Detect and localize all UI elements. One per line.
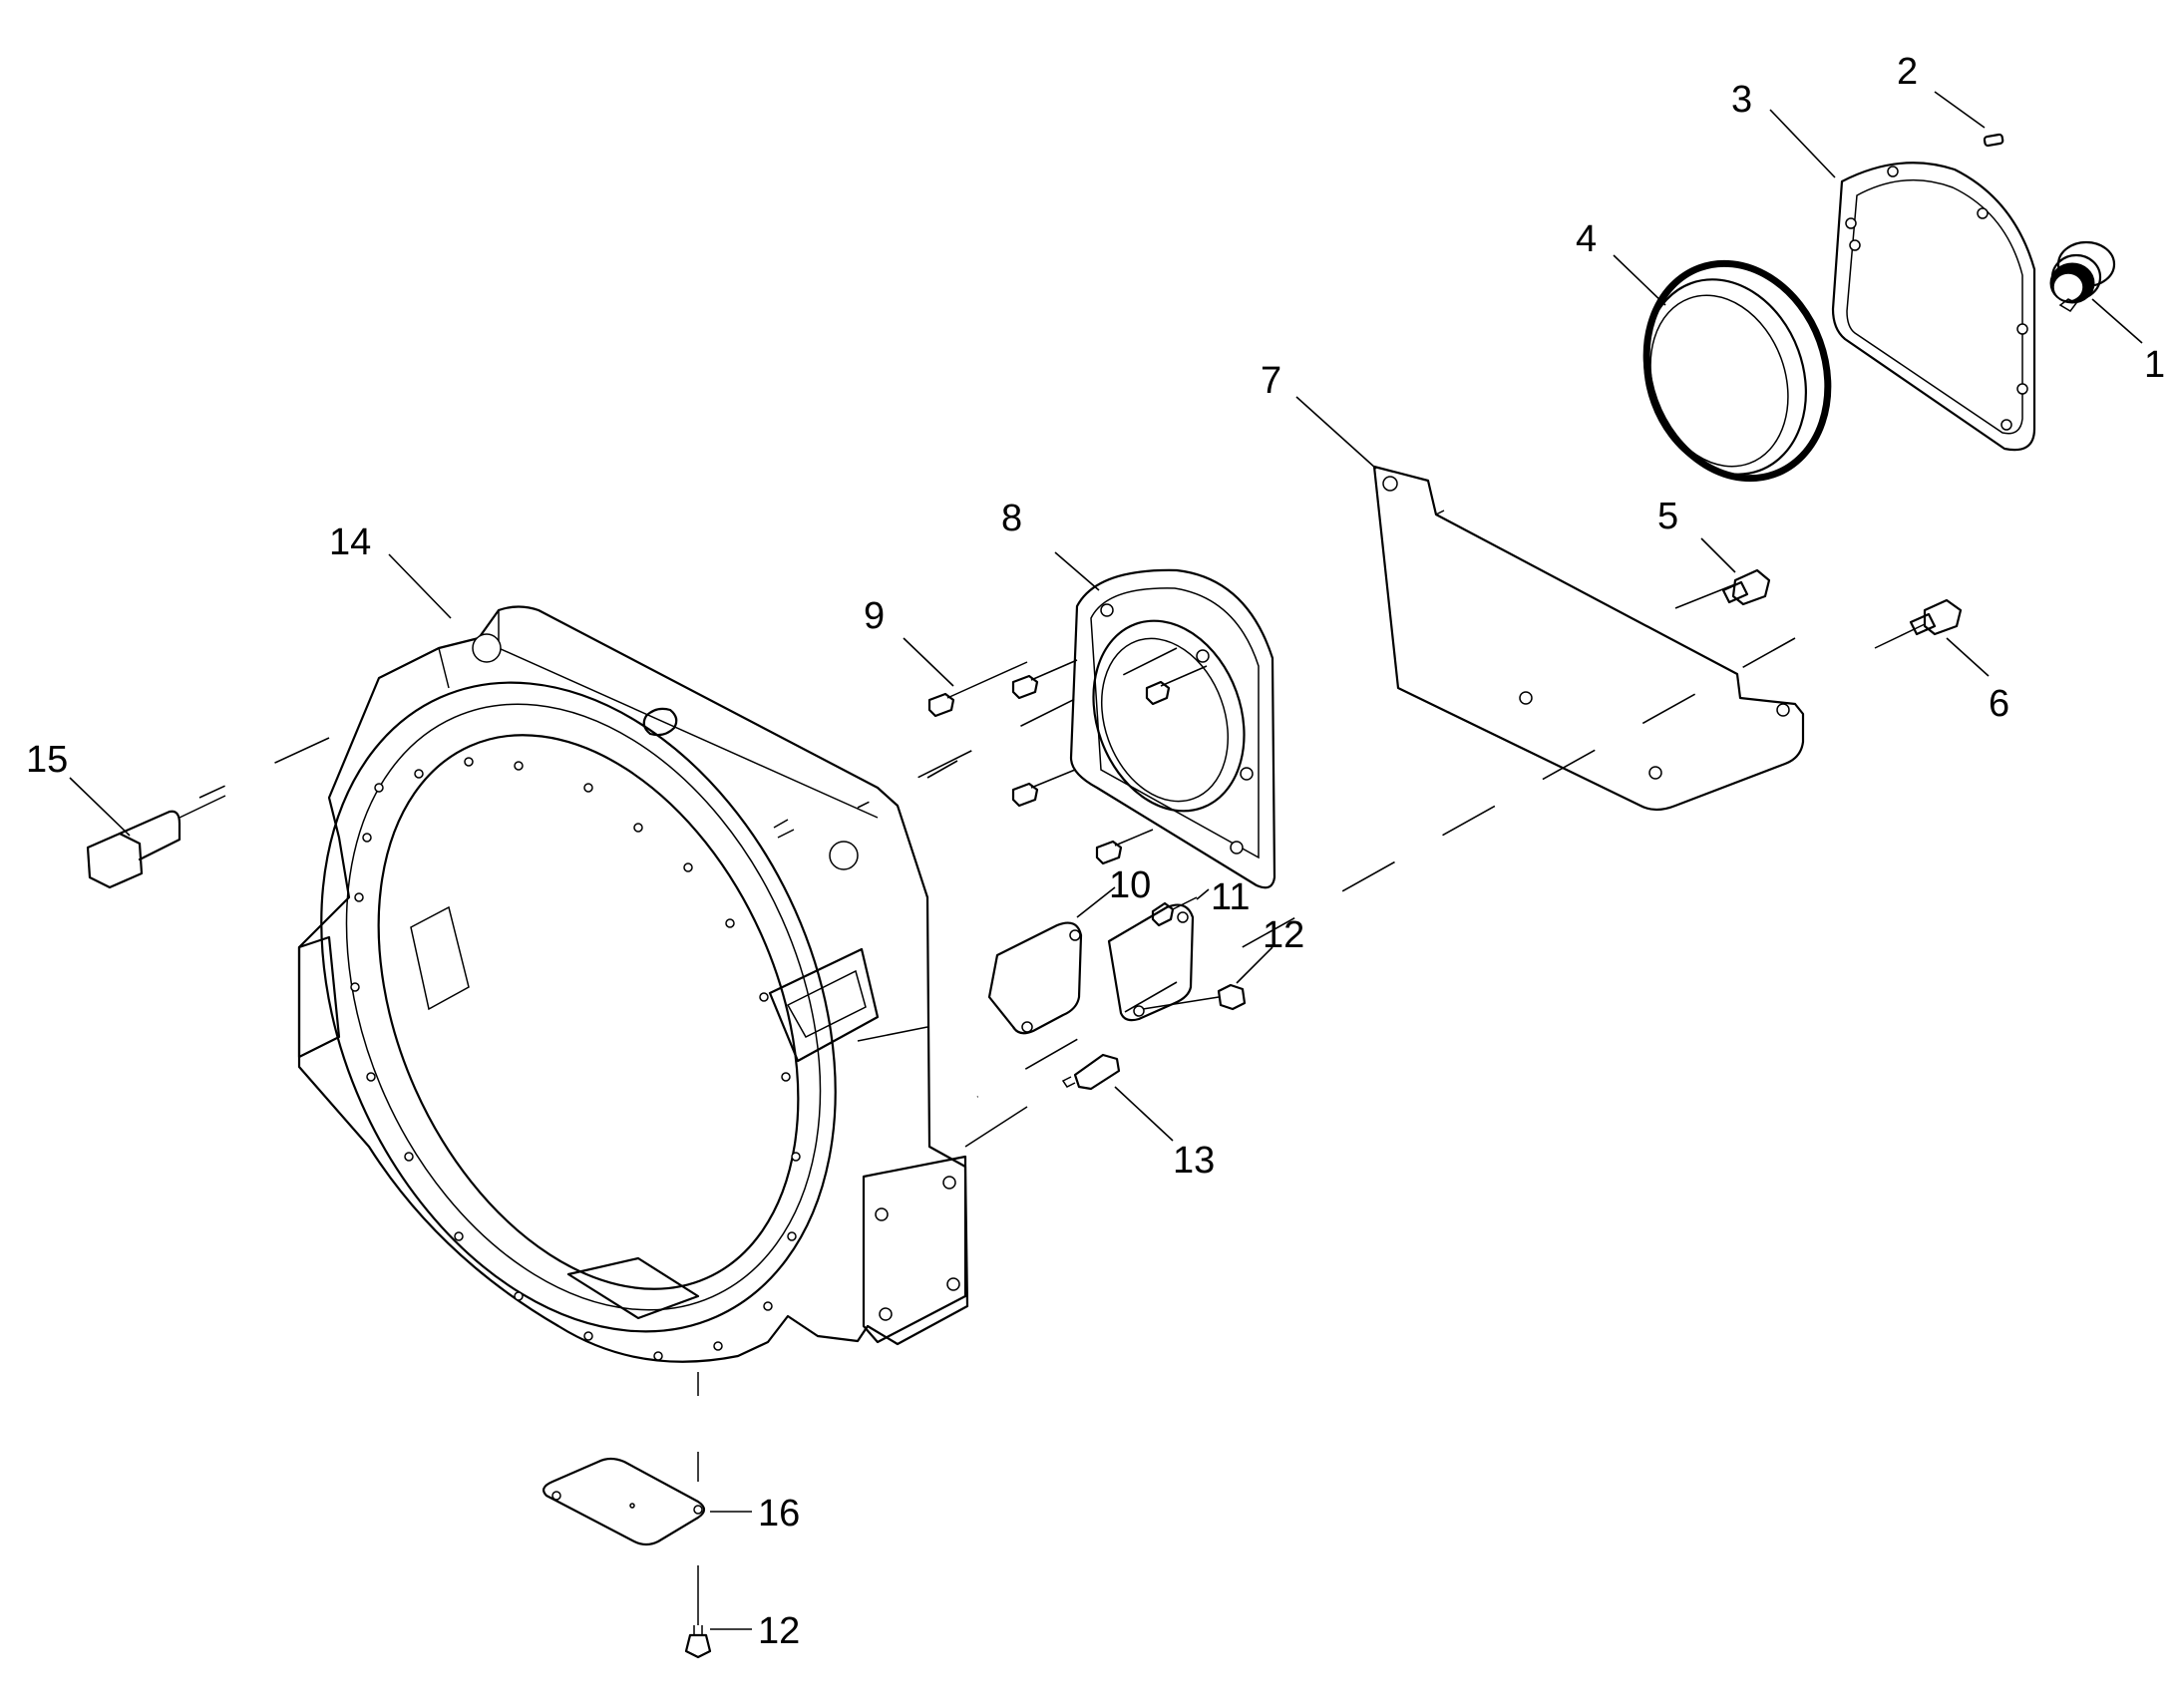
part-6-flange-bolt[interactable]	[1874, 598, 1990, 677]
part-9-bolts[interactable]	[903, 637, 1154, 865]
part-12-bolt-lower[interactable]	[684, 1565, 752, 1659]
part-15-hex-bolt[interactable]	[69, 777, 226, 889]
part-8-seal-carrier[interactable]	[1054, 551, 1276, 889]
callout-13: 13	[1173, 1140, 1215, 1182]
callout-12-lower: 12	[758, 1610, 800, 1652]
part-5-flange-bolt[interactable]	[1674, 537, 1771, 609]
callout-8: 8	[1001, 498, 1022, 539]
part-11-gasket[interactable]	[1107, 888, 1210, 1022]
callout-3: 3	[1731, 79, 1752, 121]
callout-4: 4	[1576, 218, 1597, 260]
assembly-axes	[198, 637, 1796, 1098]
part-16-cover-plate[interactable]	[543, 1452, 752, 1546]
callout-labels: 1 2 3 4 5 6 7 8 9 10 11 12 12 13 14 15 1…	[26, 51, 2165, 1652]
callout-16: 16	[758, 1493, 800, 1535]
callout-12-upper: 12	[1263, 914, 1304, 956]
part-13-dowel[interactable]	[1061, 1053, 1174, 1142]
part-2-dowel-pin[interactable]	[1934, 91, 2004, 148]
callout-9: 9	[864, 595, 885, 637]
callout-2: 2	[1897, 51, 1918, 93]
callout-14: 14	[329, 521, 371, 563]
part-10-cover-plate[interactable]	[987, 886, 1116, 1035]
part-1-plug[interactable]	[2049, 240, 2143, 344]
callout-1: 1	[2144, 344, 2165, 386]
part-7-bracket[interactable]	[1295, 396, 1805, 812]
callout-6: 6	[1989, 683, 2009, 725]
part-12-nut-upper[interactable]	[1142, 946, 1273, 1011]
part-4-rear-seal[interactable]	[1613, 238, 1857, 505]
part-14-flywheel-housing[interactable]	[223, 553, 1028, 1413]
part-3-gasket[interactable]	[1769, 109, 2036, 452]
callout-10: 10	[1109, 864, 1151, 906]
callout-15: 15	[26, 739, 68, 781]
callout-5: 5	[1657, 496, 1678, 537]
callout-11: 11	[1211, 876, 1250, 918]
callout-7: 7	[1261, 360, 1281, 402]
